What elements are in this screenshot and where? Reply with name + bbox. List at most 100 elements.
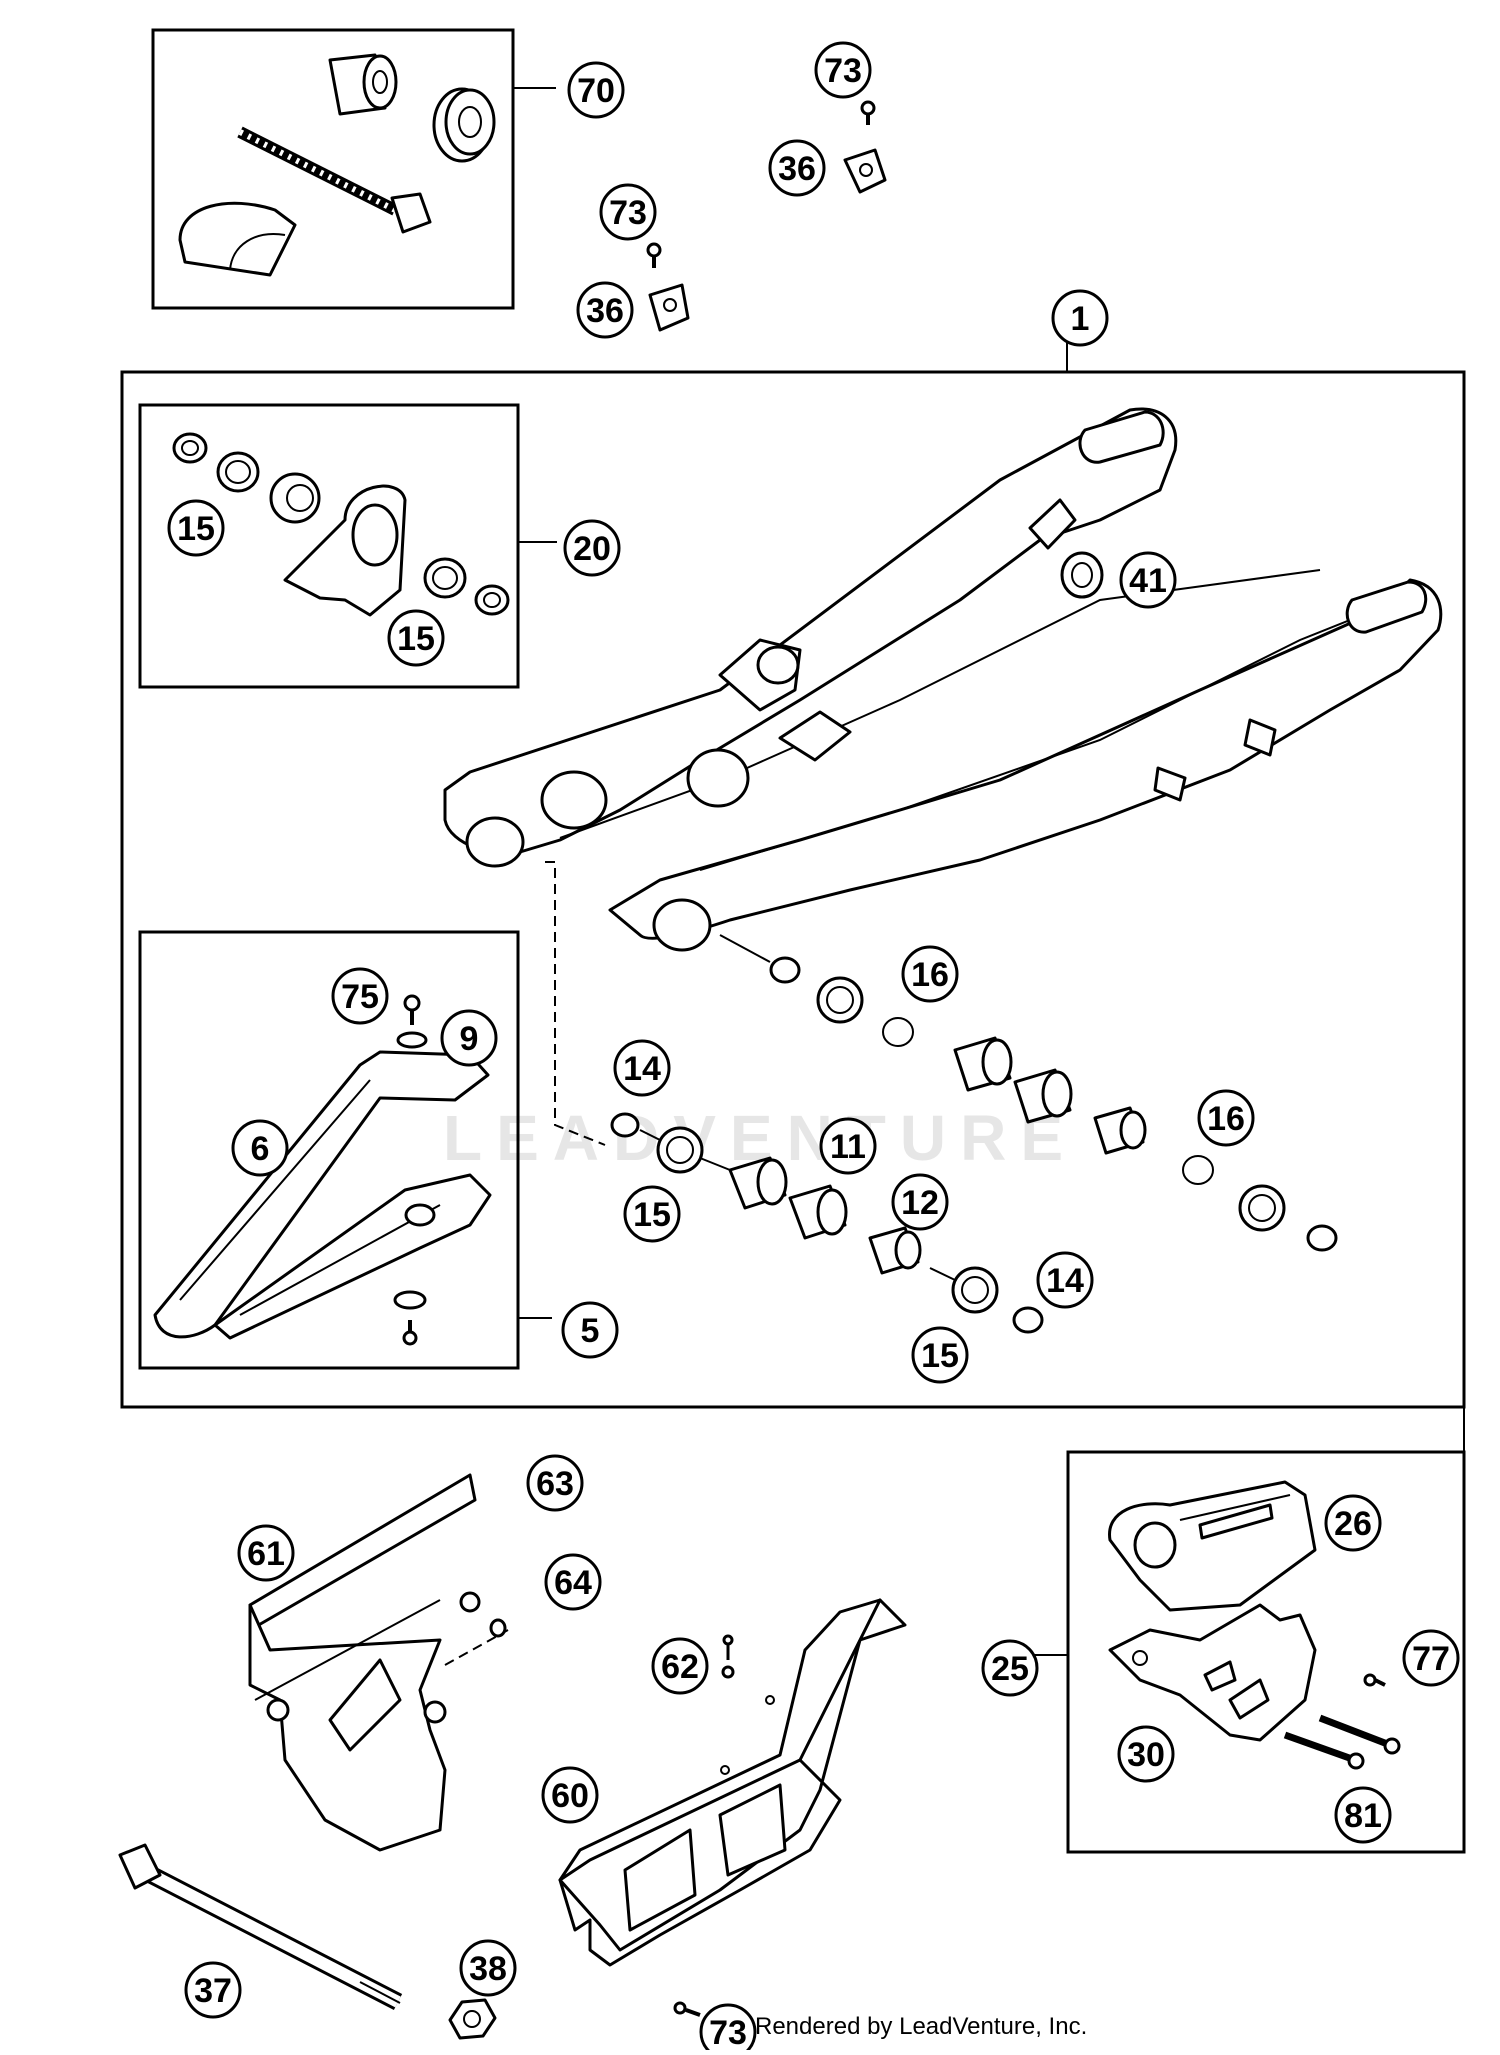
- callout-label: 70: [577, 72, 615, 110]
- callout-circle: [613, 1039, 671, 1097]
- half-shell-part: [178, 201, 297, 277]
- callout-label: 16: [1207, 1100, 1245, 1138]
- callout-6: 6: [231, 1119, 289, 1177]
- callout-circle: [981, 1639, 1039, 1697]
- callout-36: 36: [768, 139, 826, 197]
- kit-25-frame: [1066, 1450, 1466, 1854]
- callout-38: 38: [459, 1939, 517, 1997]
- callout-9: 9: [440, 1009, 498, 1067]
- callout-circle: [901, 945, 959, 1003]
- callout-circle: [768, 139, 826, 197]
- callout-label: 63: [536, 1465, 574, 1503]
- callout-circle: [1197, 1089, 1255, 1147]
- callout-circle: [387, 609, 445, 667]
- screw-62: [721, 1634, 735, 1679]
- callout-circle: [563, 519, 621, 577]
- callout-circle: [599, 183, 657, 241]
- callout-label: 73: [824, 52, 862, 90]
- callout-label: 15: [397, 620, 435, 658]
- callout-label: 1: [1071, 300, 1090, 338]
- axle-37: [118, 1843, 403, 2010]
- callout-label: 5: [581, 1312, 600, 1350]
- bearing-stack-lower: [610, 1112, 1044, 1334]
- callout-circle: [1402, 1629, 1460, 1687]
- callout-circle: [440, 1009, 498, 1067]
- callout-label: 38: [469, 1950, 507, 1988]
- callout-label: 15: [177, 510, 215, 548]
- credit-text: Rendered by LeadVenture, Inc.: [755, 2013, 1087, 2040]
- nut-38: [448, 1998, 497, 2040]
- callout-label: 75: [341, 978, 379, 1016]
- callout-15: 15: [387, 609, 445, 667]
- callout-label: 60: [551, 1777, 589, 1815]
- callout-label: 14: [1046, 1262, 1084, 1300]
- callout-label: 15: [633, 1196, 671, 1234]
- washer-64: [489, 1618, 507, 1638]
- bushing-part: [328, 53, 398, 116]
- callout-label: 15: [921, 1337, 959, 1375]
- callout-circle: [561, 1301, 619, 1359]
- screw-73-mid: [646, 242, 662, 268]
- callout-41: 41: [1119, 551, 1177, 609]
- callout-77: 77: [1402, 1629, 1460, 1687]
- callout-label: 25: [991, 1650, 1029, 1688]
- kit-20-frame: [138, 403, 520, 689]
- callout-37: 37: [184, 1961, 242, 2019]
- callout-circle: [623, 1185, 681, 1243]
- swingarm-part: [443, 407, 1443, 952]
- kit-20-ring-4: [474, 584, 510, 616]
- callout-14: 14: [1036, 1251, 1094, 1309]
- kit-5-frame: [138, 930, 520, 1370]
- callout-14: 14: [613, 1039, 671, 1097]
- callout-label: 30: [1127, 1736, 1165, 1774]
- bolts-81: [1283, 1714, 1401, 1770]
- screw-77: [1363, 1673, 1386, 1687]
- callout-circle: [526, 1454, 584, 1512]
- callout-circle: [544, 1553, 602, 1611]
- kit-70-frame: [151, 28, 515, 310]
- callout-15: 15: [911, 1326, 969, 1384]
- callout-label: 14: [623, 1050, 661, 1088]
- kit-20-ring-2: [216, 451, 260, 493]
- callout-circle: [184, 1961, 242, 2019]
- callout-circle: [167, 499, 225, 557]
- callout-circle: [541, 1766, 599, 1824]
- callout-circle: [576, 281, 634, 339]
- washer-lower: [393, 1290, 427, 1310]
- callout-label: 6: [251, 1130, 270, 1168]
- callout-circle: [911, 1326, 969, 1384]
- callout-26: 26: [1324, 1494, 1382, 1552]
- callout-label: 20: [573, 530, 611, 568]
- callout-5: 5: [561, 1301, 619, 1359]
- seal-ring-part: [432, 87, 496, 163]
- callout-20: 20: [563, 519, 621, 577]
- chain-guide-bracket-30: [1108, 1603, 1317, 1742]
- bearing-stack-upper: [719, 934, 1338, 1252]
- chain-guard-61: [248, 1473, 509, 1852]
- callout-1: 1: [1051, 289, 1109, 347]
- callout-circle: [814, 41, 872, 99]
- callout-label: 73: [609, 194, 647, 232]
- chain-slider-part: [153, 1050, 492, 1340]
- callout-73: 73: [599, 183, 657, 241]
- callout-label: 41: [1129, 562, 1167, 600]
- callout-label: 16: [911, 956, 949, 994]
- callout-circle: [891, 1173, 949, 1231]
- callout-label: 62: [661, 1648, 699, 1686]
- callout-75: 75: [331, 967, 389, 1025]
- screw-lower: [402, 1320, 418, 1346]
- callout-11: 11: [819, 1117, 877, 1175]
- callout-circle: [567, 61, 625, 119]
- callout-label: 26: [1334, 1505, 1372, 1543]
- clip-36-mid: [648, 283, 690, 332]
- callout-label: 36: [778, 150, 816, 188]
- callout-circle: [1119, 551, 1177, 609]
- callout-label: 73: [709, 2014, 747, 2050]
- callout-label: 64: [554, 1564, 592, 1602]
- chain-guard-60: [558, 1598, 907, 1967]
- callout-label: 9: [460, 1020, 479, 1058]
- callout-73: 73: [699, 2003, 757, 2055]
- callout-36: 36: [576, 281, 634, 339]
